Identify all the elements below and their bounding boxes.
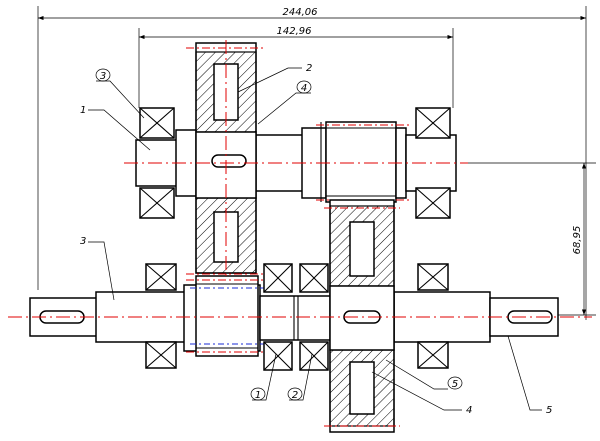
dim-span-label: 142,96 — [277, 26, 312, 37]
bottom-mid-bearing-1 — [263, 263, 293, 371]
bottom-pinion — [186, 275, 266, 357]
bottom-right-bearing — [417, 263, 449, 369]
circled-5-label: 5 — [452, 379, 458, 390]
circled-2-label: 2 — [292, 390, 298, 401]
leader-3: 3 — [80, 236, 115, 301]
leader-4-label: 4 — [466, 405, 472, 416]
dim-center-label: 68,95 — [572, 226, 583, 255]
circled-4-label: 4 — [301, 83, 307, 94]
leader-5-label: 5 — [546, 405, 552, 416]
bottom-left-bearing — [145, 263, 177, 369]
circled-1-label: 1 — [255, 390, 261, 401]
dim-overall-label: 244,06 — [283, 7, 318, 18]
circled-4: 4 — [257, 80, 312, 125]
bottom-mid-bearing-2 — [299, 263, 329, 371]
leader-5: 5 — [507, 335, 552, 416]
circled-5: 5 — [385, 359, 463, 390]
circled-3: 3 — [95, 68, 145, 119]
bottom-shaft — [29, 284, 559, 352]
leader-4: 4 — [371, 371, 472, 416]
leader-1-label: 1 — [80, 105, 86, 116]
circled-1: 1 — [250, 353, 277, 401]
leader-3-label: 3 — [80, 236, 86, 247]
bottom-gear — [324, 199, 400, 433]
top-right-bearing — [415, 107, 451, 219]
top-shaft — [135, 121, 457, 203]
leader-2-label: 2 — [306, 63, 312, 74]
leader-1: 1 — [80, 105, 151, 151]
circled-3-label: 3 — [100, 71, 106, 82]
circled-2: 2 — [287, 353, 313, 401]
top-left-bearing — [139, 107, 175, 219]
leader-2: 2 — [237, 63, 312, 93]
dimension-bearing-span: 142,96 — [138, 26, 454, 108]
